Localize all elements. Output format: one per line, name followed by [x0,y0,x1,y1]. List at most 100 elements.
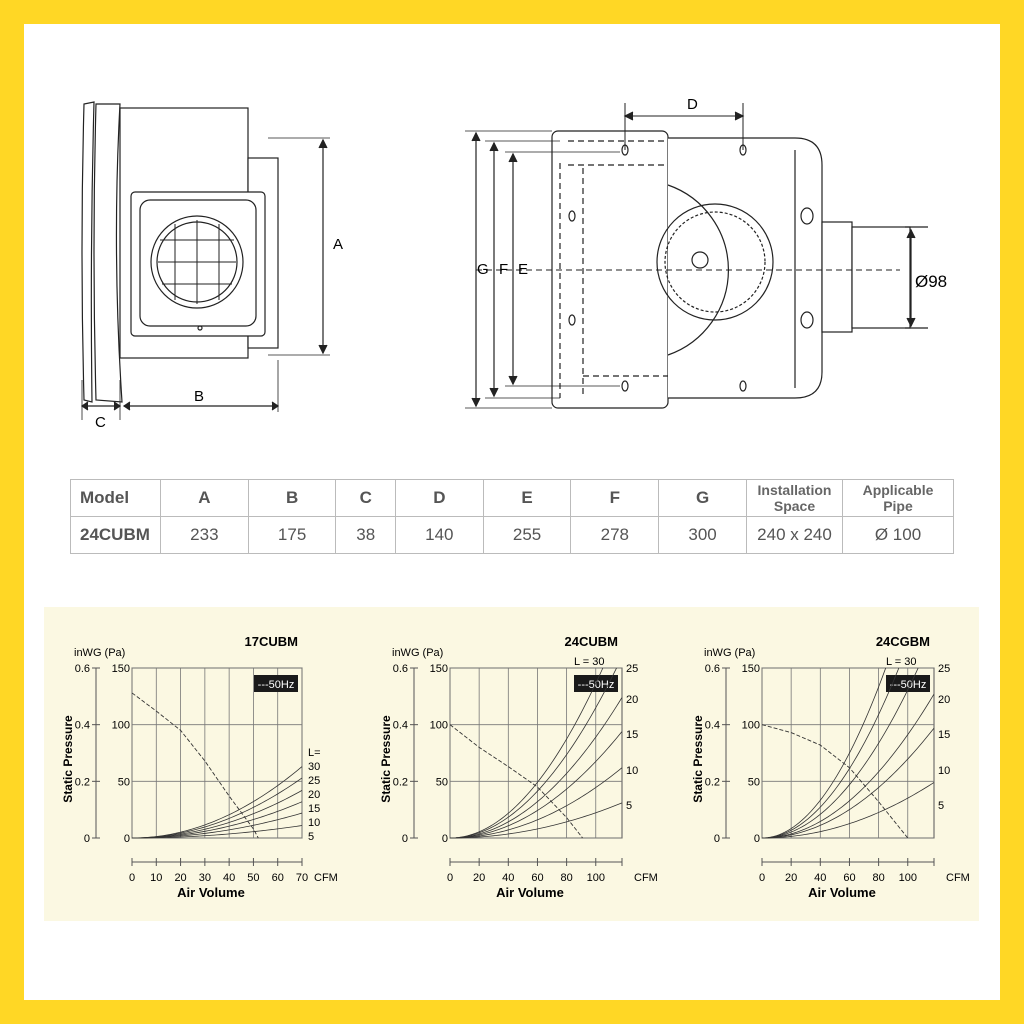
y-tick-label-inwg: 0.6 [705,663,720,675]
y-tick-label-pa: 50 [118,776,130,788]
dimension-label-c: C [95,414,106,431]
header-g: G [658,479,747,517]
system-curve-L10 [449,767,623,839]
system-curve-label: 20 [626,694,638,706]
system-curve-L10 [761,727,935,839]
x-tick-label: 50 [247,872,259,884]
side-view-drawing [80,101,330,420]
y-tick-label-inwg: 0.4 [75,720,90,732]
x-tick-label: 0 [759,872,765,884]
header-f: F [570,479,660,517]
dimension-label-e: E [518,261,529,278]
y-tick-label-pa: 0 [754,833,760,845]
system-curve-L5 [449,802,623,839]
header-line: Installation [757,482,832,498]
x-axis-title: Air Volume [177,885,245,900]
system-curve-L30 [131,766,303,839]
system-curve-label: 30 [308,761,320,773]
system-curve-L20 [761,667,919,839]
y-tick-label-inwg: 0 [84,833,90,845]
chart-title: 24CUBM [565,634,618,649]
system-curve-label: 10 [308,817,320,829]
cell: 140 [394,516,484,554]
y-tick-label-inwg: 0.6 [75,663,90,675]
legend-label: ---50Hz [578,679,615,691]
x-tick-label: 40 [814,872,826,884]
y-tick-label-pa: 150 [430,663,448,675]
y-unit-label: inWG (Pa) [74,647,125,659]
system-curve-L10 [131,812,303,839]
y-unit-label: inWG (Pa) [704,647,755,659]
system-curve-L30 [761,667,887,839]
cell: 38 [335,516,396,554]
x-tick-label: 60 [272,872,284,884]
x-unit-label: CFM [946,872,970,884]
x-tick-label: 60 [531,872,543,884]
system-curve-label: 5 [308,831,314,843]
system-curve-label: L = 30 [574,656,604,668]
y-tick-label-inwg: 0.2 [393,776,408,788]
x-tick-label: 80 [560,872,572,884]
header-a: A [160,479,249,517]
x-tick-label: 100 [899,872,917,884]
dimension-label-d: D [687,96,698,113]
x-tick-label: 80 [872,872,884,884]
y-tick-label-pa: 150 [742,663,760,675]
system-curve-L5 [131,825,303,839]
system-curve-label: 10 [626,765,638,777]
y-tick-label-pa: 0 [442,833,448,845]
y-tick-label-pa: 100 [112,720,130,732]
system-curve-label: 15 [626,729,638,741]
system-curve-label: 10 [938,765,950,777]
y-tick-label-inwg: 0 [402,833,408,845]
fan-curve-50hz [449,724,583,839]
y-tick-label-pa: 0 [124,833,130,845]
y-axis-title: Static Pressure [61,715,75,803]
header-d: D [394,479,484,517]
x-tick-label: 60 [843,872,855,884]
system-curve-label: 5 [626,800,632,812]
cell-model: 24CUBM [70,516,161,554]
cell: 233 [160,516,249,554]
system-curve-L30 [449,667,604,839]
system-curve-L25 [761,667,900,839]
header-line: Applicable [862,482,934,498]
system-curve-label: 15 [308,803,320,815]
chart-title: 17CUBM [245,634,298,649]
dimension-label-a: A [333,236,344,253]
cell: 300 [658,516,747,554]
y-tick-label-pa: 100 [430,720,448,732]
system-curve-label: 25 [626,663,638,675]
pipe-diameter-label: Ø98 [915,272,948,291]
legend-box [254,675,298,692]
legend-box [886,675,930,692]
x-tick-label: 40 [502,872,514,884]
y-axis-title: Static Pressure [379,715,393,803]
cell: 278 [570,516,660,554]
x-tick-label: 40 [223,872,235,884]
system-curve-label: 15 [938,729,950,741]
table-row: 24CUBM 233 175 38 140 255 278 300 240 x … [70,516,954,554]
chart-title: 24CGBM [876,634,930,649]
x-tick-label: 100 [587,872,605,884]
cell: Ø 100 [842,516,954,554]
fan-curve-50hz [131,692,259,839]
y-tick-label-pa: 50 [436,776,448,788]
system-curve-L20 [449,697,623,839]
x-axis-title: Air Volume [496,885,564,900]
header-line: Space [773,498,816,514]
y-tick-label-inwg: 0.6 [393,663,408,675]
front-view-drawing [465,103,928,409]
y-tick-label-inwg: 0.2 [75,776,90,788]
system-curve-prefix: L= [308,747,321,759]
x-tick-label: 20 [174,872,186,884]
system-curve-L5 [761,782,935,839]
cell: 255 [482,516,572,554]
header-b: B [247,479,337,517]
plot-frame [761,667,935,839]
legend-label: ---50Hz [890,679,927,691]
